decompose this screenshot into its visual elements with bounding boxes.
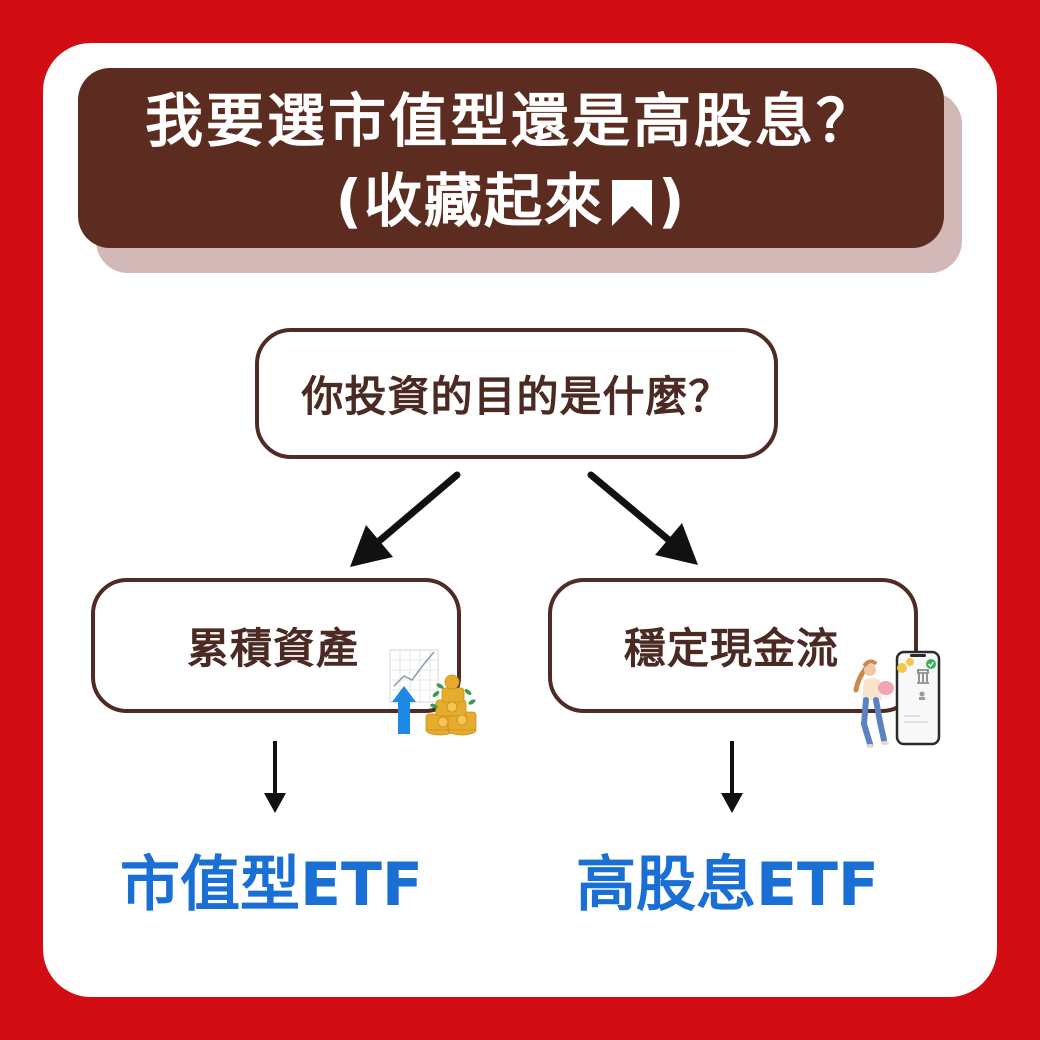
option-label: 穩定現金流 (624, 624, 840, 673)
option-label: 累積資產 (187, 624, 360, 673)
result-high-dividend-etf: 高股息ETF (576, 850, 879, 920)
title-line-2: (收藏起來 ) (78, 166, 944, 236)
bookmark-icon (612, 180, 652, 226)
title-banner: 我要選市值型還是高股息？ (收藏起來 ) (78, 68, 944, 248)
title-line-1: 我要選市值型還是高股息？ (144, 87, 877, 155)
result-market-cap-etf: 市值型ETF (120, 850, 423, 920)
woman-piggybank-phone-icon (853, 650, 941, 748)
title-line-2-close-paren: ) (658, 167, 687, 235)
growth-chart-coins-icon (389, 649, 477, 736)
question-node: 你投資的目的是什麼？ (255, 328, 778, 459)
question-text: 你投資的目的是什麼？ (301, 372, 732, 421)
title-line-2-text: (收藏起來 (335, 167, 604, 235)
